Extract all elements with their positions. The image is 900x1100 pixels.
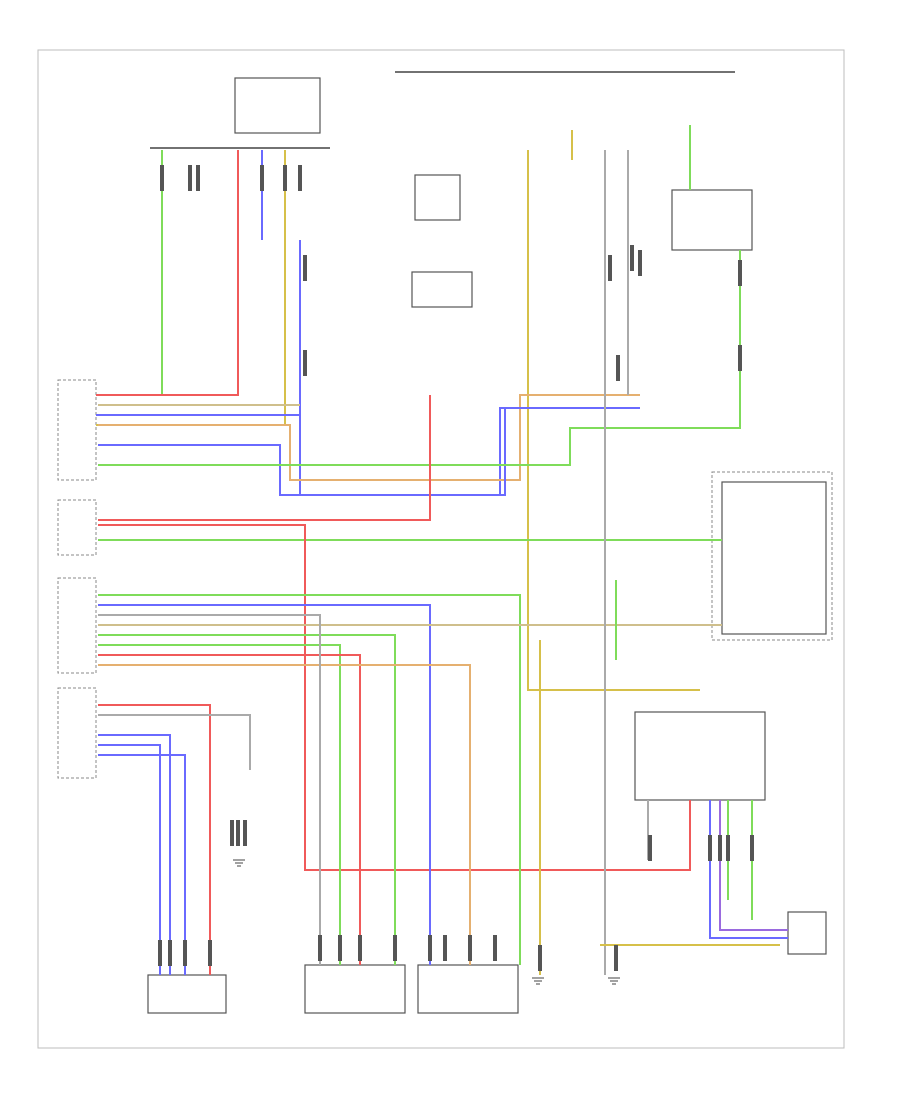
ground-symbol-3 [608,977,620,985]
cruise-control-switch-outline [711,471,833,641]
connector-plug-1 [160,165,164,191]
connector-plug-36 [614,945,618,971]
wire-layer [96,125,788,975]
connector-plug-3 [196,165,200,191]
connector-plug-27 [168,940,172,966]
ecm-connector-block-3 [57,577,97,674]
connector-plug-13 [236,820,240,846]
wire-gray-29 [98,714,251,770]
connector-plug-23 [443,935,447,961]
connector-plug-5 [283,165,287,191]
connector-plug-17 [608,255,612,281]
connector-plug-22 [428,935,432,961]
main-relay-box [234,77,321,134]
connector-plug-4 [260,165,264,191]
connector-plug-35 [538,945,542,971]
ground-symbol-2 [532,977,544,985]
connector-plug-19 [338,935,342,961]
wire-green-21 [98,644,341,965]
wire-green-13 [98,250,741,466]
connector-plug-18 [318,935,322,961]
connector-plug-14 [243,820,247,846]
connector-plug-28 [183,940,187,966]
connector-plug-29 [208,940,212,966]
wire-blue-12 [98,407,640,496]
cruise-control-switch-body [721,481,827,635]
connector-plug-15 [230,820,234,846]
wire-red-22 [98,654,361,965]
wire-orange-23 [98,664,471,965]
speed-sensor-box [787,911,827,955]
connector-plug-16 [616,355,620,381]
connector-plug-11 [738,260,742,286]
wire-red-2 [96,150,239,396]
connector-plug-21 [393,935,397,961]
throttle-body-box [147,974,227,1014]
wire-green-18 [98,594,521,965]
wire-blue-10 [98,407,640,496]
wire-violet-31 [719,800,788,931]
ecm-connector-block-2 [57,499,97,556]
connector-plug-24 [468,935,472,961]
connector-plug-31 [708,835,712,861]
connector-plug-7 [303,255,307,281]
connector-plug-9 [630,245,634,271]
wire-yellow-7 [527,150,700,691]
wire-blue-28 [98,754,186,975]
wire-blue-26 [98,734,171,975]
connector-plug-8 [303,350,307,376]
connector-plug-10 [638,250,642,276]
wire-gray-24 [98,614,321,965]
pps-box [417,964,519,1014]
connector-plug-2 [188,165,192,191]
wire-green-1 [96,150,163,396]
connector-plug-6 [298,165,302,191]
wire-blue-27 [98,744,161,975]
connector-plug-34 [750,835,754,861]
ecm-connector-block-1 [57,379,97,481]
wire-red-14 [98,395,431,521]
wire-orange-11 [98,394,640,481]
relay-module-box [634,711,766,801]
connector-layer [158,165,754,971]
wire-red-25 [98,704,211,975]
connector-plug-33 [726,835,730,861]
brake-relay-box [414,174,461,221]
wire-yellow-4 [96,150,286,426]
ecm-connector-block-4 [57,687,97,779]
tps-box [304,964,406,1014]
stop-light-switch-box [671,189,753,251]
connector-plug-30 [648,835,652,861]
wire-blue-5 [96,240,301,416]
connector-plug-26 [158,940,162,966]
diagram-frame [37,49,845,1049]
connector-plug-20 [358,935,362,961]
wire-red-16 [98,524,691,871]
connector-plug-32 [718,835,722,861]
wire-blue-30 [709,800,788,939]
wire-green-20 [98,634,396,965]
connector-plug-12 [738,345,742,371]
connector-plug-25 [493,935,497,961]
ground-symbol-1 [233,859,245,867]
brake-switch-box [411,271,473,308]
wire-blue-17 [98,604,431,965]
